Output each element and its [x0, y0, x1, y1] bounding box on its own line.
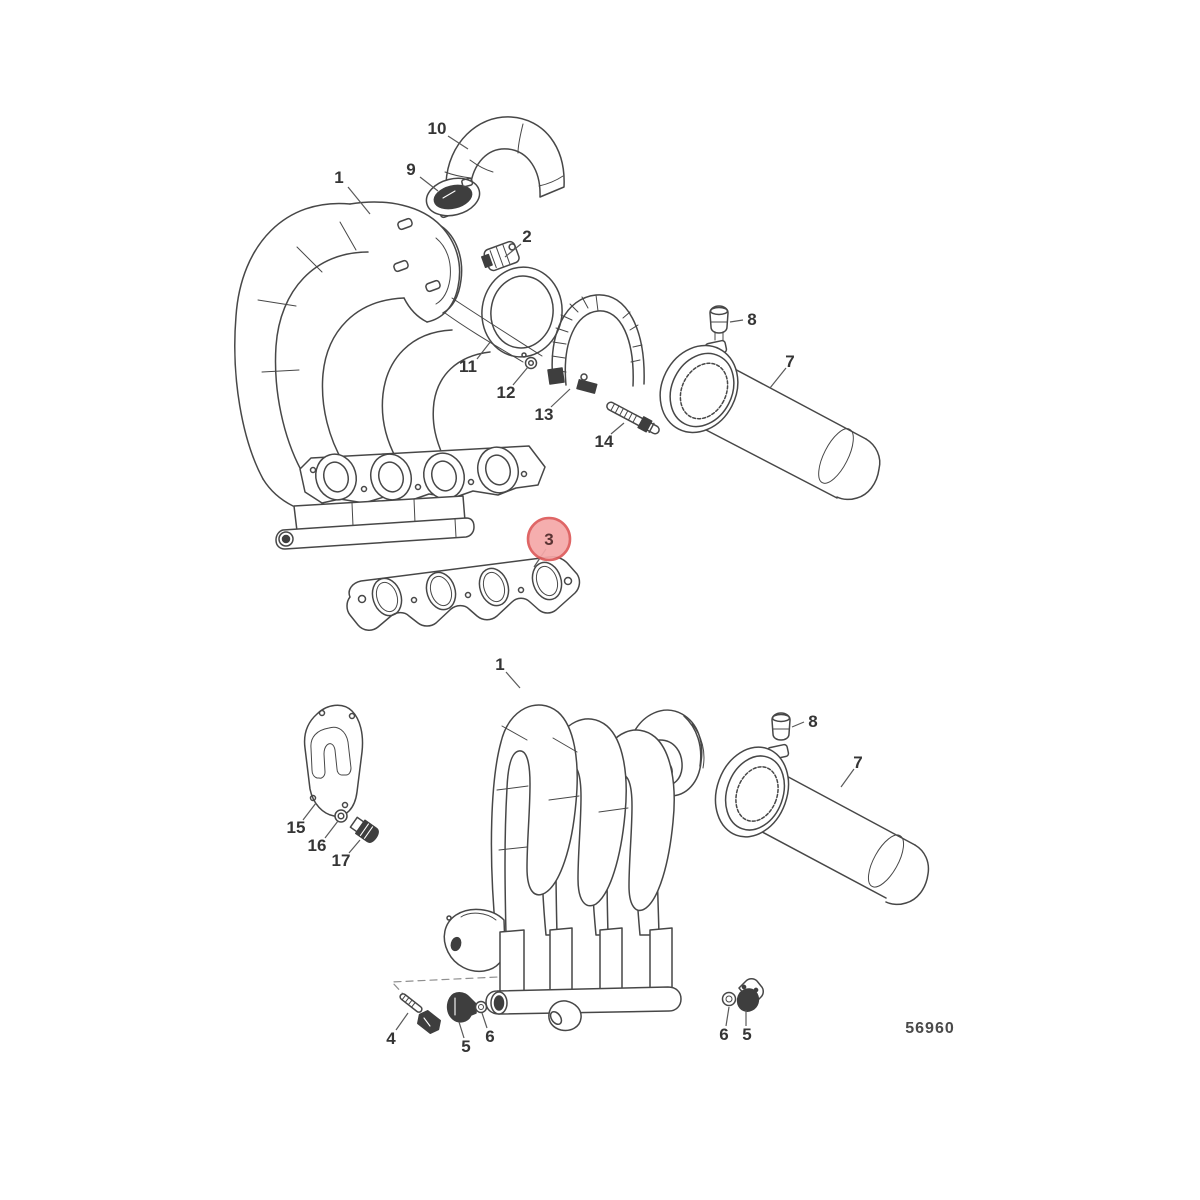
plug-part-8-bottom-illustration — [766, 712, 791, 761]
top-assembly-illustration — [234, 116, 881, 550]
callout-leader-line — [725, 1006, 730, 1027]
callout-label[interactable]: 13 — [535, 405, 554, 424]
callout-12[interactable]: 12 — [497, 366, 529, 402]
callout-leader-line — [447, 135, 469, 150]
callout-leader-line — [347, 186, 371, 215]
callout-leader-line — [324, 820, 339, 839]
bolt-part-4-illustration — [399, 993, 441, 1034]
callout-label[interactable]: 9 — [406, 160, 415, 179]
callout-label[interactable]: 1 — [495, 655, 504, 674]
callout-leader-line — [512, 366, 529, 386]
clamp-part-9-illustration — [425, 177, 481, 217]
callout-leader-line — [302, 802, 317, 821]
callout-label[interactable]: 7 — [785, 352, 794, 371]
callout-label[interactable]: 16 — [308, 836, 327, 855]
callout-10[interactable]: 10 — [428, 119, 469, 150]
callout-leader-line — [348, 839, 361, 854]
callout-leader-line — [610, 422, 625, 435]
hose-clamp-part-13-illustration — [547, 294, 645, 394]
stud-part-14-illustration — [606, 401, 660, 435]
highlight-circle[interactable] — [526, 516, 572, 562]
bolt-part-17-illustration — [349, 816, 379, 843]
callout-label[interactable]: 1 — [334, 168, 343, 187]
callout-7[interactable]: 7 — [769, 352, 795, 389]
callout-label[interactable]: 10 — [428, 119, 447, 138]
callout-leader-line — [481, 1012, 488, 1029]
drawing-number: 56960 — [905, 1020, 955, 1037]
callout-16[interactable]: 16 — [308, 820, 339, 855]
bottom-assembly-illustration — [303, 704, 930, 1034]
callout-6[interactable]: 6 — [719, 1006, 730, 1044]
callout-label[interactable]: 8 — [808, 712, 817, 731]
callout-label[interactable]: 15 — [287, 818, 306, 837]
nut-part-12-illustration — [521, 352, 538, 370]
callout-8[interactable]: 8 — [791, 712, 818, 731]
callout-label[interactable]: 5 — [742, 1025, 751, 1044]
callout-label[interactable]: 7 — [853, 753, 862, 772]
o-ring-part-6-left-illustration — [474, 1000, 488, 1014]
callout-7[interactable]: 7 — [840, 753, 863, 788]
callout-5[interactable]: 5 — [458, 1021, 471, 1056]
fitting-part-5-left-illustration — [446, 992, 477, 1023]
washer-part-16-illustration — [334, 809, 348, 823]
callout-9[interactable]: 9 — [406, 160, 439, 192]
callout-leader-line — [395, 1012, 409, 1031]
fitting-part-5-right-illustration — [736, 978, 764, 1012]
callout-leader-line — [729, 319, 744, 323]
callout-label[interactable]: 4 — [386, 1029, 396, 1048]
callout-15[interactable]: 15 — [287, 802, 317, 837]
callout-14[interactable]: 14 — [595, 422, 625, 451]
callout-1[interactable]: 1 — [495, 655, 521, 689]
tube-part-7-bottom-illustration — [714, 746, 930, 906]
callout-leader-line — [419, 176, 439, 192]
callout-leader-line — [840, 768, 855, 788]
callout-13[interactable]: 13 — [535, 388, 571, 424]
callout-label[interactable]: 17 — [332, 851, 351, 870]
callout-11[interactable]: 11 — [459, 340, 492, 376]
o-ring-part-6-right-illustration — [721, 991, 737, 1007]
callout-5[interactable]: 5 — [742, 1010, 752, 1044]
manifold-bottom-illustration — [443, 704, 705, 1032]
callout-label[interactable]: 3 — [544, 530, 553, 549]
callout-label[interactable]: 8 — [747, 310, 756, 329]
callout-1[interactable]: 1 — [334, 168, 371, 215]
callout-label[interactable]: 11 — [459, 357, 477, 376]
callout-leader-line — [769, 367, 787, 389]
manifold-top-illustration — [234, 201, 546, 550]
gasket-part-3-illustration — [346, 556, 581, 631]
callout-3-highlighted[interactable]: 3 — [526, 516, 572, 568]
callout-leader-line — [476, 340, 492, 360]
callout-leader-line — [550, 388, 571, 408]
clamp-part-2-illustration — [481, 240, 520, 272]
callout-label[interactable]: 5 — [461, 1037, 470, 1056]
callout-leader-line — [791, 721, 805, 728]
callout-leader-line — [505, 671, 521, 689]
callout-label[interactable]: 14 — [595, 432, 614, 451]
tube-part-7-top-illustration — [659, 344, 881, 501]
callout-label[interactable]: 6 — [485, 1027, 494, 1046]
callout-4[interactable]: 4 — [386, 1012, 409, 1048]
callout-label[interactable]: 2 — [522, 227, 531, 246]
callout-label[interactable]: 12 — [497, 383, 516, 402]
ring-gasket-part-11-illustration — [481, 266, 563, 358]
callout-8[interactable]: 8 — [729, 310, 757, 329]
callout-label[interactable]: 6 — [719, 1025, 728, 1044]
callout-6[interactable]: 6 — [481, 1012, 495, 1046]
plate-part-15-illustration — [303, 704, 364, 817]
callout-2[interactable]: 2 — [504, 227, 532, 258]
callout-leader-line — [504, 243, 522, 258]
elbow-part-10-illustration — [444, 116, 565, 198]
callout-17[interactable]: 17 — [332, 839, 361, 870]
callout-leader-line — [458, 1021, 465, 1039]
